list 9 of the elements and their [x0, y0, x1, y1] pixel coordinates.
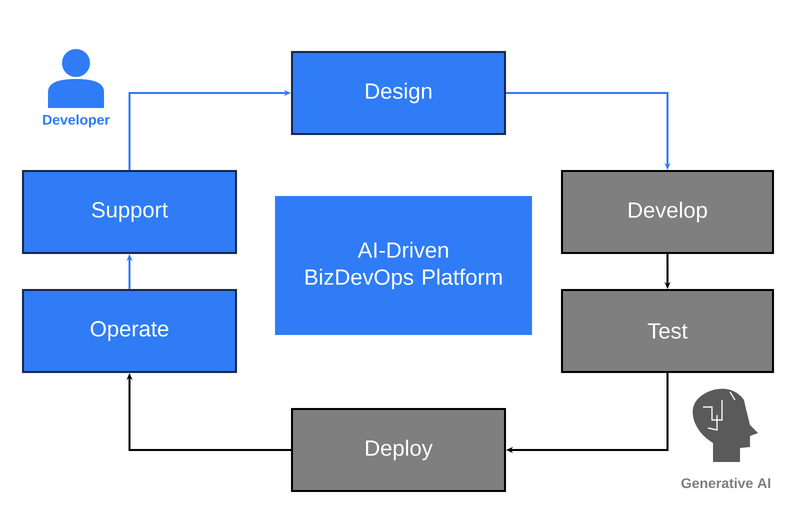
platform-box: AI-Driven BizDevOps Platform — [275, 196, 532, 335]
process-box: Operate — [22, 289, 237, 373]
process-box: Design — [291, 51, 506, 135]
icon-label: Developer — [43, 114, 110, 128]
process-box: Support — [22, 170, 237, 254]
process-box: Deploy — [291, 408, 506, 492]
process-box: Test — [561, 289, 774, 373]
process-box: Develop — [561, 170, 774, 254]
icon-label: Generative AI — [681, 478, 770, 488]
